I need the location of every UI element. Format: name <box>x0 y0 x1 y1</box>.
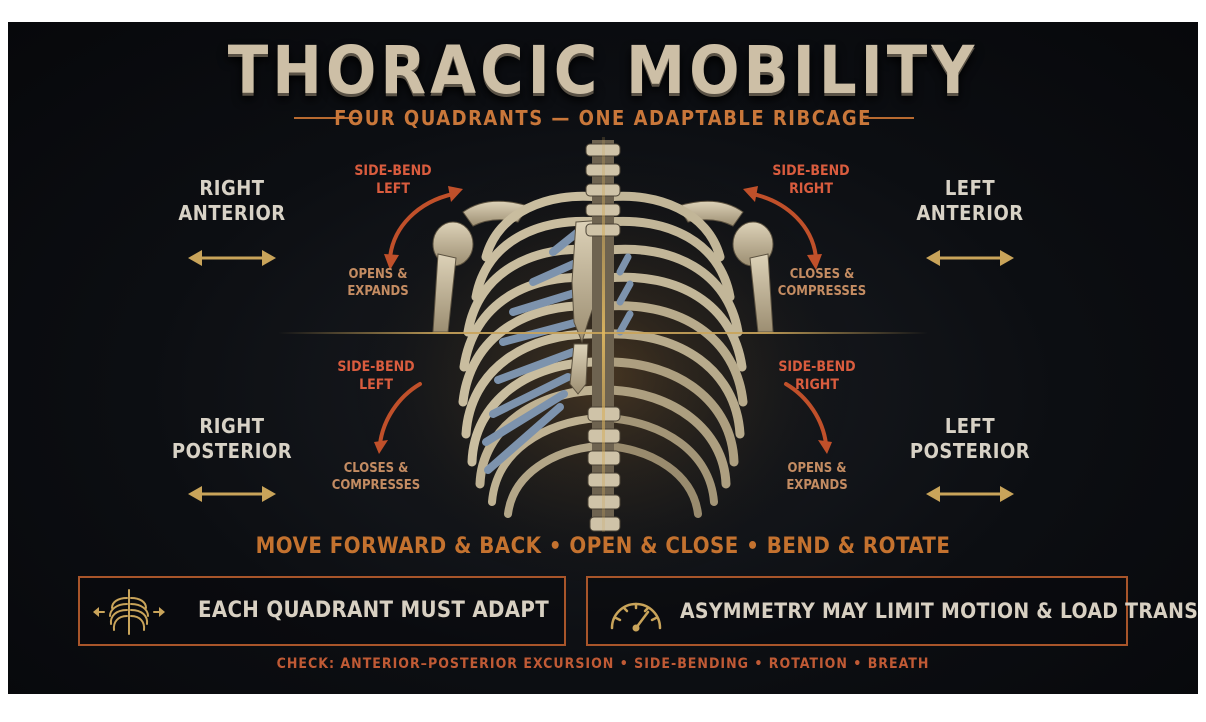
effect-label: OPENS & <box>787 461 847 476</box>
page-title: THORACIC MOBILITY <box>227 32 979 109</box>
annotation-lower-right-bend: SIDE-BEND RIGHT <box>747 358 887 394</box>
callout-text: ASYMMETRY MAY LIMIT MOTION & LOAD TRANSF… <box>680 599 1198 623</box>
effect-detail: COMPRESSES <box>777 284 867 299</box>
arrow-lower-left <box>378 382 422 446</box>
double-arrow-right-posterior <box>188 486 276 502</box>
quadrant-side: LEFT <box>944 176 996 200</box>
callout-asymmetry: ASYMMETRY MAY LIMIT MOTION & LOAD TRANSF… <box>586 576 1198 646</box>
annotation-upper-left-effect: OPENS & EXPANDS <box>308 266 448 300</box>
callout-each-quadrant: EACH QUADRANT MUST ADAPT <box>78 576 566 646</box>
ribs-right <box>603 191 748 518</box>
arrow-lower-right <box>784 382 828 446</box>
vertical-divider <box>602 137 605 532</box>
bend-direction: LEFT <box>376 181 410 197</box>
double-arrow-right-anterior <box>188 250 276 266</box>
bend-label: SIDE-BEND <box>772 163 850 179</box>
effect-label: CLOSES & <box>789 267 855 282</box>
quadrant-plane: POSTERIOR <box>171 439 293 463</box>
arrow-upper-right <box>751 192 818 260</box>
quadrant-side: LEFT <box>944 414 996 438</box>
annotation-upper-right-bend: SIDE-BEND RIGHT <box>741 162 881 198</box>
subtitle-rule-left <box>294 117 360 119</box>
quadrant-side: RIGHT <box>199 414 265 438</box>
effect-detail: COMPRESSES <box>331 478 421 493</box>
ribcage-illustration <box>188 122 1014 582</box>
annotation-upper-right-effect: CLOSES & COMPRESSES <box>752 266 892 300</box>
ribcage-arrows-icon <box>93 589 165 635</box>
quadrant-right-anterior: RIGHT ANTERIOR <box>152 176 312 226</box>
effect-label: CLOSES & <box>343 461 409 476</box>
double-arrow-left-anterior <box>926 250 1014 266</box>
double-arrows <box>188 250 1014 502</box>
quadrant-plane: POSTERIOR <box>909 439 1031 463</box>
arrow-upper-left <box>388 192 455 260</box>
gauge-icon <box>610 602 662 632</box>
quadrant-plane: ANTERIOR <box>916 201 1024 225</box>
quadrant-side: RIGHT <box>199 176 265 200</box>
quadrant-left-posterior: LEFT POSTERIOR <box>890 414 1050 464</box>
bend-direction: RIGHT <box>789 181 833 197</box>
effect-detail: EXPANDS <box>347 284 409 299</box>
quadrant-left-anterior: LEFT ANTERIOR <box>890 176 1050 226</box>
effect-label: OPENS & <box>348 267 408 282</box>
bend-label: SIDE-BEND <box>778 359 856 375</box>
check-list: CHECK: ANTERIOR–POSTERIOR EXCURSION • SI… <box>276 656 930 672</box>
bend-label: SIDE-BEND <box>337 359 415 375</box>
annotation-upper-left-bend: SIDE-BEND LEFT <box>323 162 463 198</box>
bend-label: SIDE-BEND <box>354 163 432 179</box>
quadrant-plane: ANTERIOR <box>178 201 286 225</box>
effect-detail: EXPANDS <box>786 478 848 493</box>
callout-text: EACH QUADRANT MUST ADAPT <box>198 598 549 623</box>
infographic-canvas: THORACIC MOBILITY FOUR QUADRANTS — ONE A… <box>8 22 1198 694</box>
arrow-heads <box>374 186 832 454</box>
double-arrow-left-posterior <box>926 486 1014 502</box>
annotation-lower-right-effect: OPENS & EXPANDS <box>747 460 887 494</box>
annotation-lower-left-effect: CLOSES & COMPRESSES <box>306 460 446 494</box>
bend-direction: LEFT <box>359 377 393 393</box>
motion-summary: MOVE FORWARD & BACK • OPEN & CLOSE • BEN… <box>255 534 951 559</box>
curved-arrows <box>378 192 828 446</box>
bend-direction: RIGHT <box>795 377 839 393</box>
subtitle-rule-right <box>864 117 914 119</box>
annotation-lower-left-bend: SIDE-BEND LEFT <box>306 358 446 394</box>
quadrant-right-posterior: RIGHT POSTERIOR <box>152 414 312 464</box>
